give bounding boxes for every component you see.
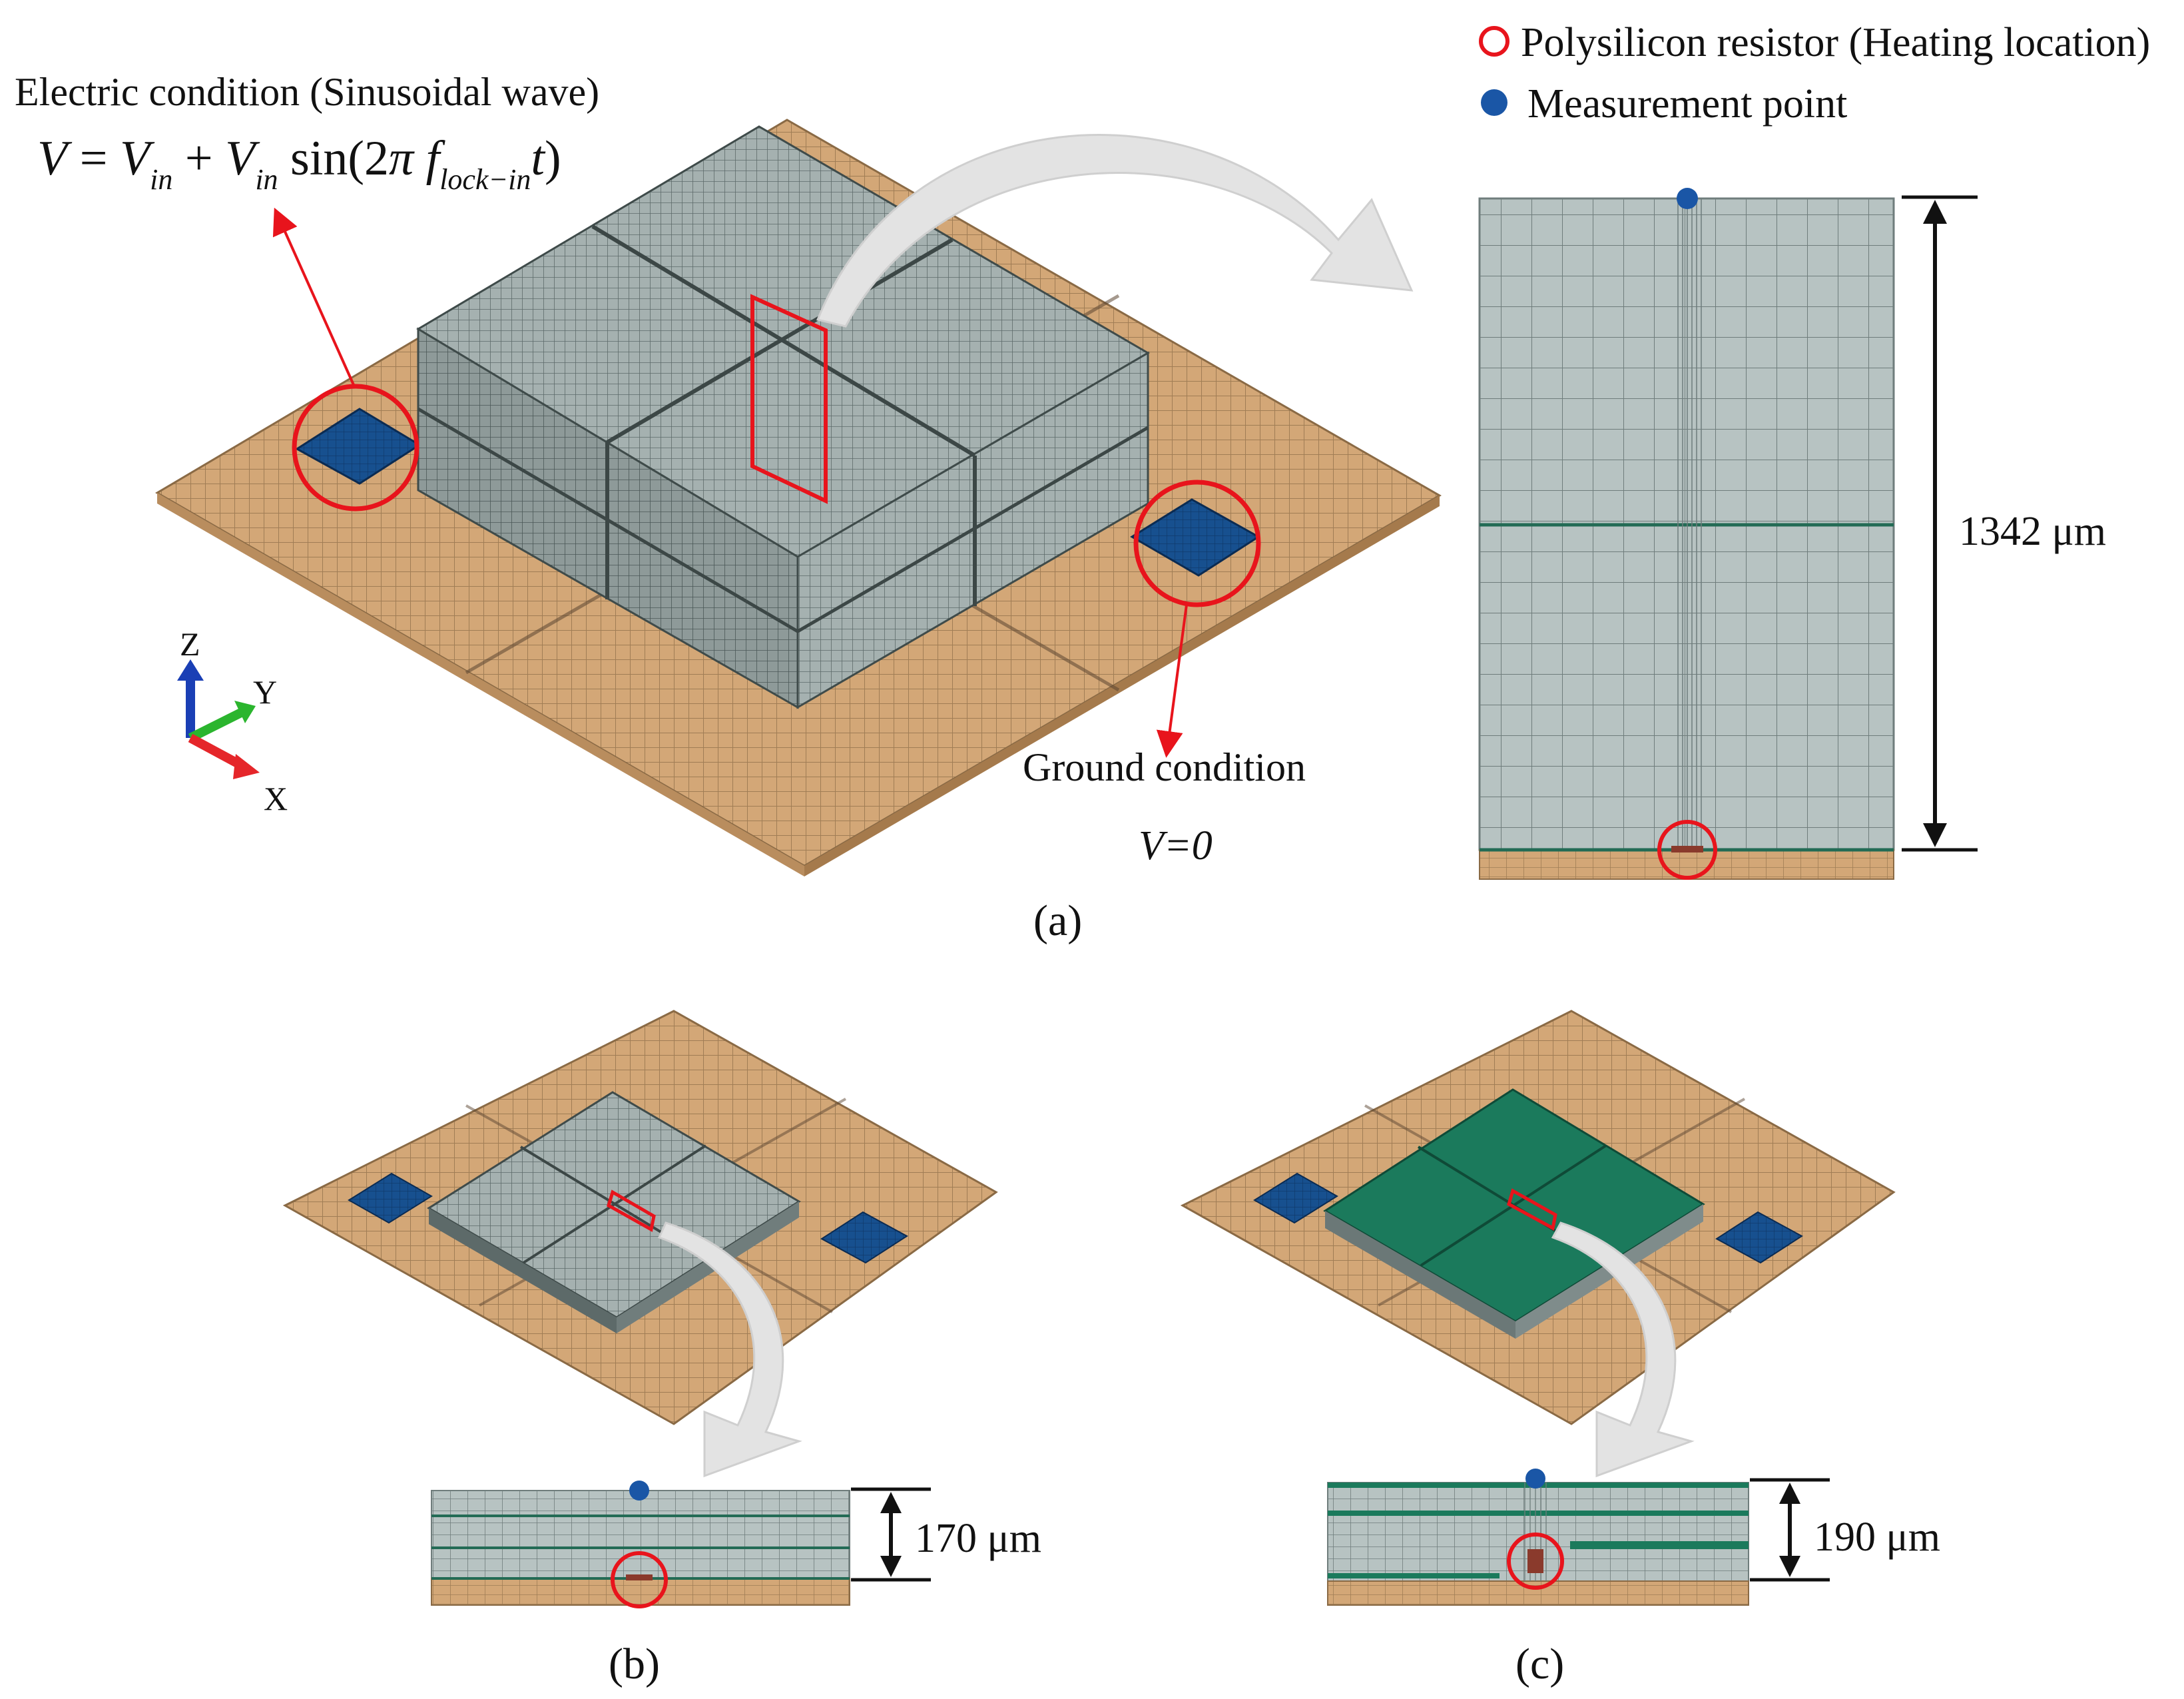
- ground-leader-arrow: [1156, 604, 1188, 758]
- caption-c: (c): [1515, 1640, 1564, 1688]
- coordinate-axes: [177, 659, 260, 779]
- axis-label-x: X: [264, 780, 288, 817]
- section-view-a: [1478, 188, 1895, 880]
- ground-voltage-equation: V=0: [1139, 823, 1213, 868]
- measurement-point-c: [1525, 1469, 1545, 1489]
- section-callout-arrow-c: [1551, 1221, 1695, 1478]
- electric-leader-arrow: [272, 207, 356, 387]
- resistor-highlight-a: [1657, 820, 1717, 880]
- ground-pad: [1130, 498, 1260, 577]
- panel-c: [1180, 1010, 1896, 1606]
- dimension-bar-b: [851, 1487, 931, 1582]
- section-view-c: [1327, 1469, 1749, 1606]
- ground-pad-highlight: [1133, 480, 1261, 607]
- dimension-label-a: 1342 μm: [1959, 509, 2106, 554]
- resistor-a: [1671, 846, 1703, 852]
- section-callout-arrow: [816, 134, 1414, 328]
- resistor-highlight-c: [1507, 1532, 1564, 1590]
- resistor-legend-label: Polysilicon resistor (Heating location): [1521, 20, 2150, 65]
- measurement-legend-icon: [1481, 89, 1507, 116]
- measurement-point-b: [629, 1481, 649, 1501]
- resistor-highlight-b: [611, 1551, 668, 1608]
- resistor-legend-icon: [1479, 26, 1509, 57]
- caption-b: (b): [609, 1640, 660, 1688]
- resistor-c: [1527, 1549, 1543, 1573]
- axis-label-y: Y: [253, 673, 277, 711]
- ground-condition-label: Ground condition: [1023, 745, 1306, 789]
- dimension-label-c: 190 μm: [1814, 1515, 1940, 1560]
- dimension-label-b: 170 μm: [915, 1516, 1041, 1561]
- panel-a: [155, 119, 1978, 880]
- measurement-point-a: [1677, 188, 1698, 209]
- electric-pad-highlight: [292, 384, 419, 511]
- legend: Polysilicon resistor (Heating location) …: [1479, 20, 2150, 127]
- dimension-bar-c: [1750, 1478, 1830, 1582]
- section-callout-arrow-b: [657, 1221, 802, 1478]
- section-plane: [750, 294, 828, 504]
- axis-label-z: Z: [180, 625, 200, 663]
- section-view-b: [431, 1481, 850, 1608]
- measurement-legend-label: Measurement point: [1527, 81, 1847, 127]
- dimension-bar-a: [1902, 195, 1978, 852]
- electric-condition-title: Electric condition (Sinusoidal wave): [15, 70, 599, 114]
- voltage-formula: V = Vin + Vin sin(2π flock−int): [37, 131, 561, 196]
- panel-b: [282, 1010, 998, 1608]
- caption-a: (a): [1033, 896, 1082, 945]
- resistor-b: [626, 1574, 653, 1580]
- electric-pad: [295, 408, 421, 485]
